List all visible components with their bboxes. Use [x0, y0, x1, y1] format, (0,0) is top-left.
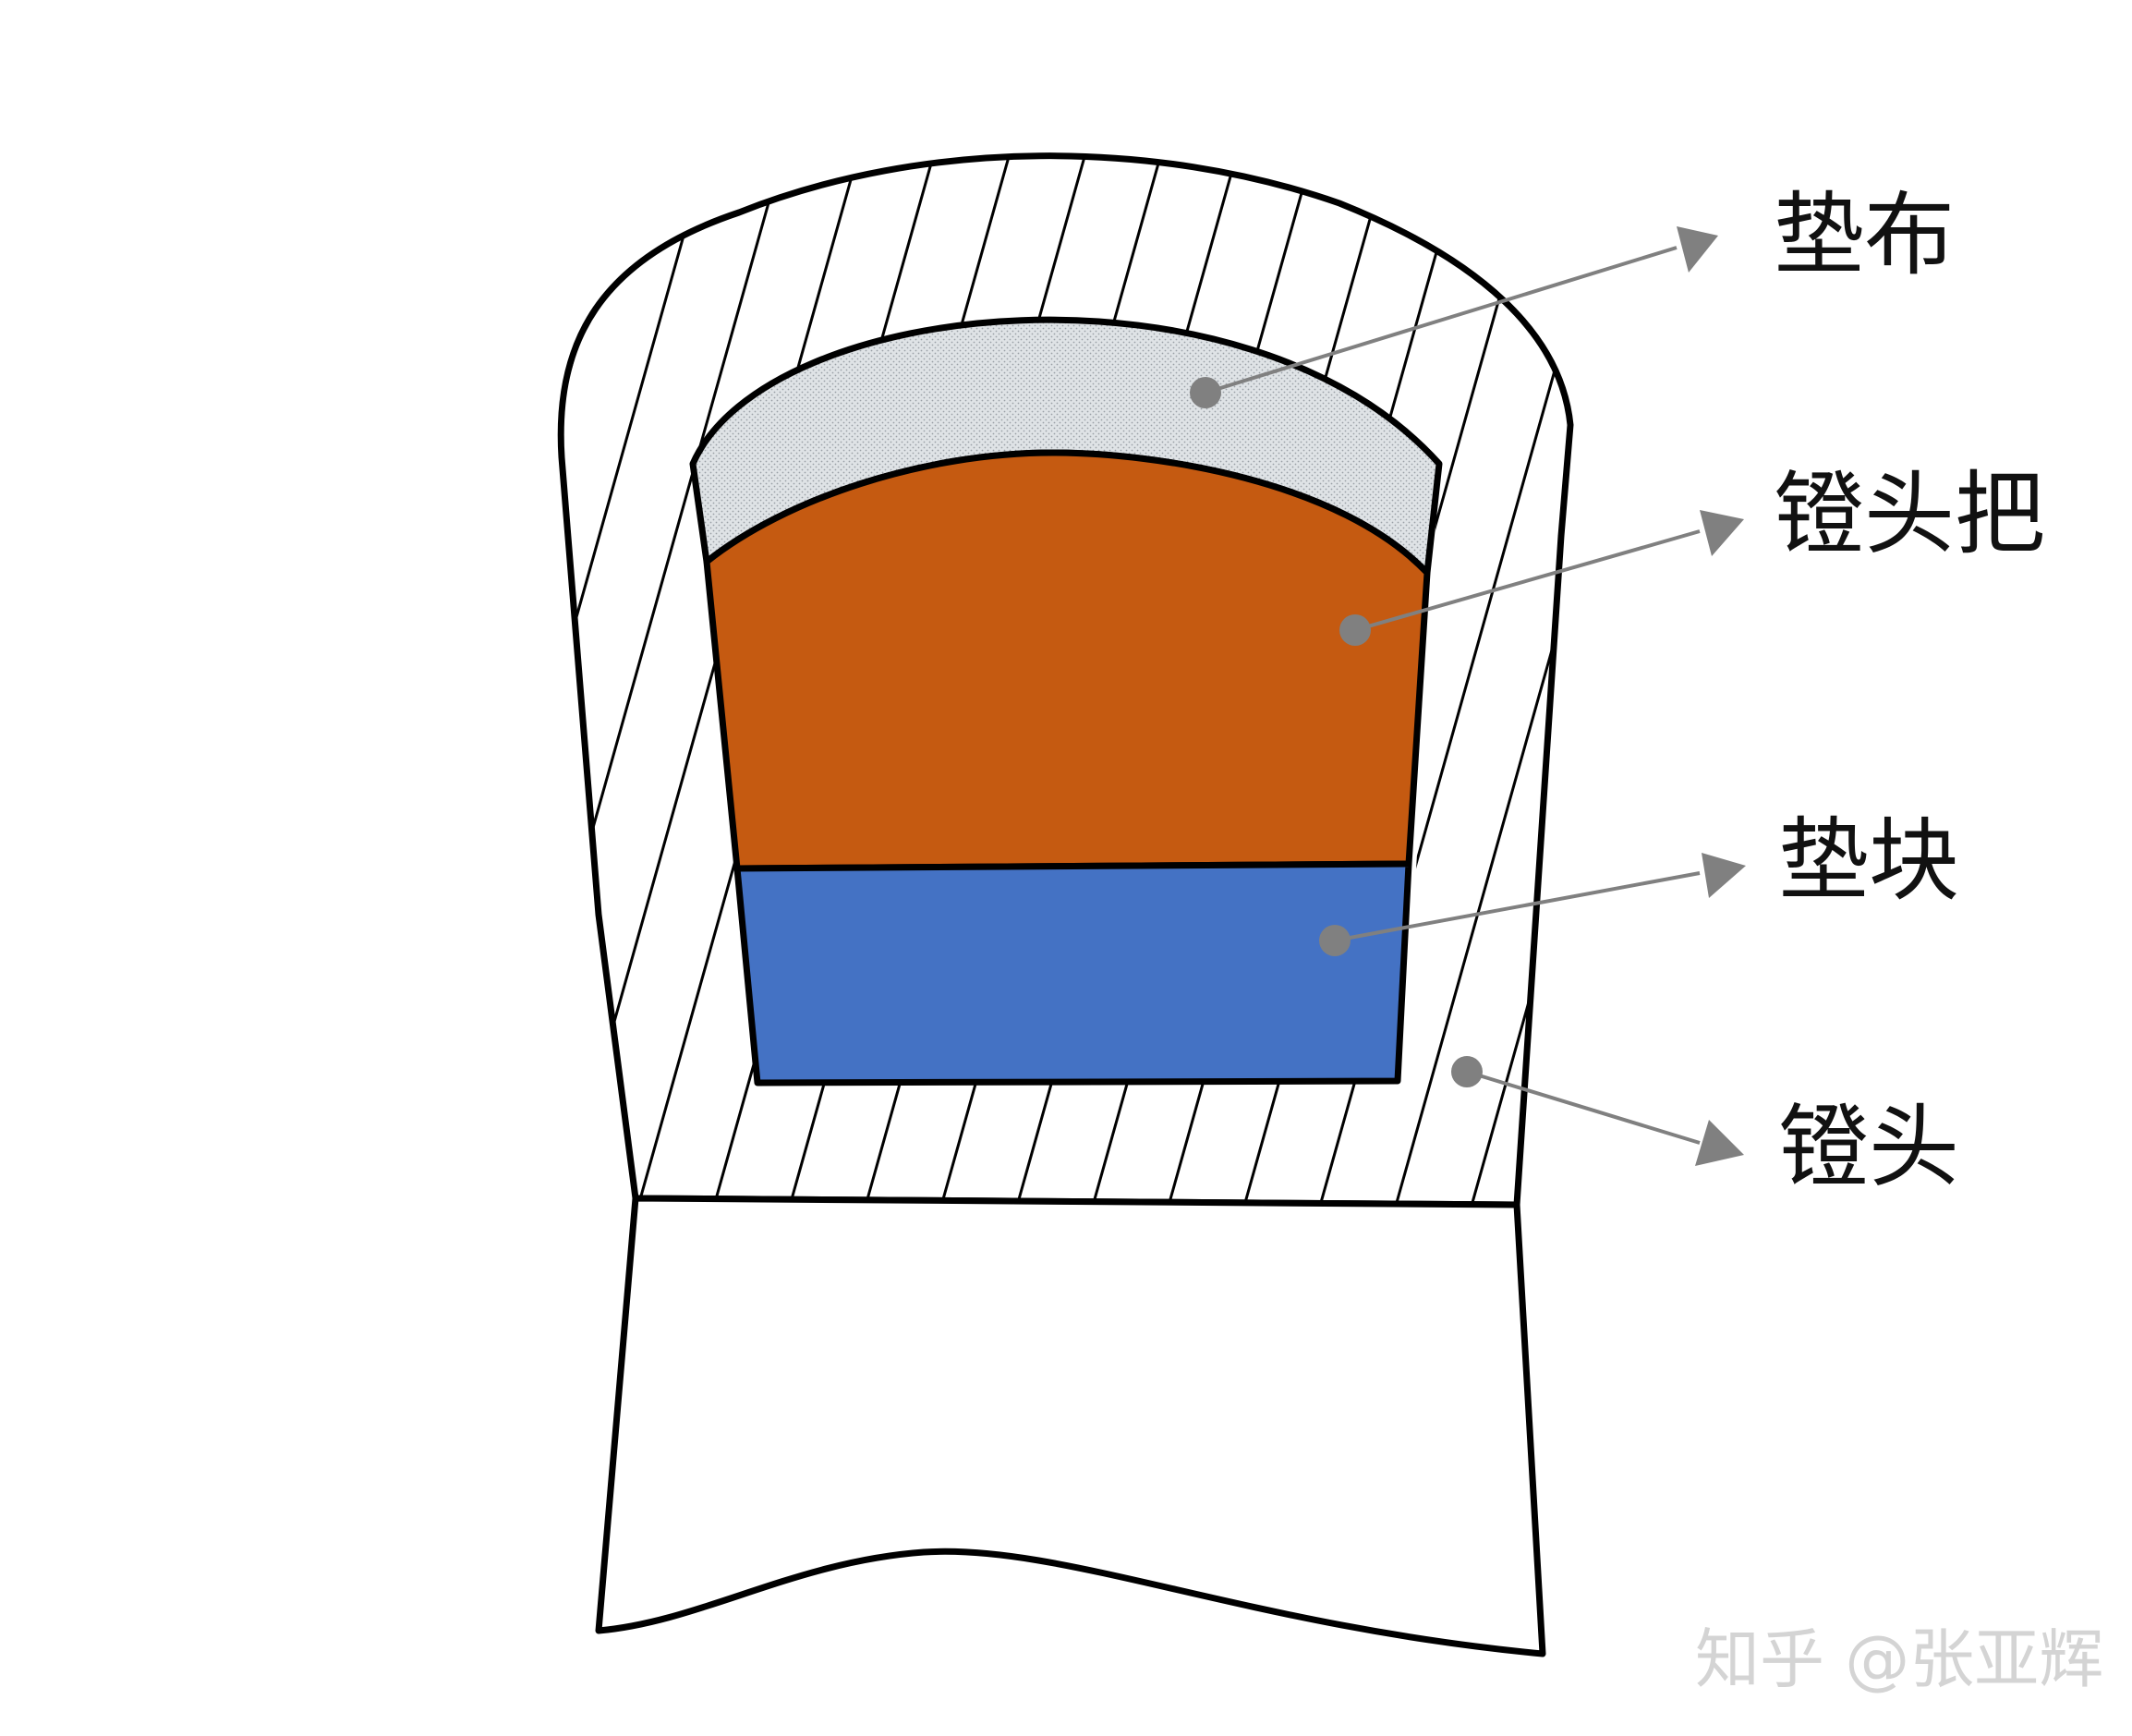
- head-outline: [557, 152, 1574, 1208]
- leader-handle: [1339, 510, 1744, 646]
- leader-head: [1451, 1056, 1744, 1166]
- hatch-line: [26, 111, 340, 1229]
- leader-pad-cloth: [1190, 226, 1718, 408]
- hatch-line: [561, 155, 721, 1205]
- label-handle: 镫头把: [1774, 462, 2045, 567]
- leader-pad-block: [1319, 853, 1746, 956]
- hatch-line: [561, 155, 796, 1205]
- label-pad-cloth: 垫布: [1774, 183, 1955, 288]
- handle-stem: [595, 1195, 1546, 1657]
- hatch-line: [177, 111, 491, 1229]
- hatch-line: [102, 111, 416, 1229]
- label-pad-block: 垫块: [1778, 808, 1959, 914]
- hatch-line: [561, 155, 645, 1205]
- label-head: 镫头: [1778, 1095, 1959, 1200]
- watermark: 知乎 @张亚辉: [1695, 1621, 2103, 1697]
- handle-end-shape: [703, 449, 1431, 872]
- hatch-line: [1463, 155, 1570, 1205]
- pad-block-shape: [733, 860, 1412, 1087]
- hatch-line: [1387, 155, 1570, 1205]
- hatch-line: [561, 155, 569, 1205]
